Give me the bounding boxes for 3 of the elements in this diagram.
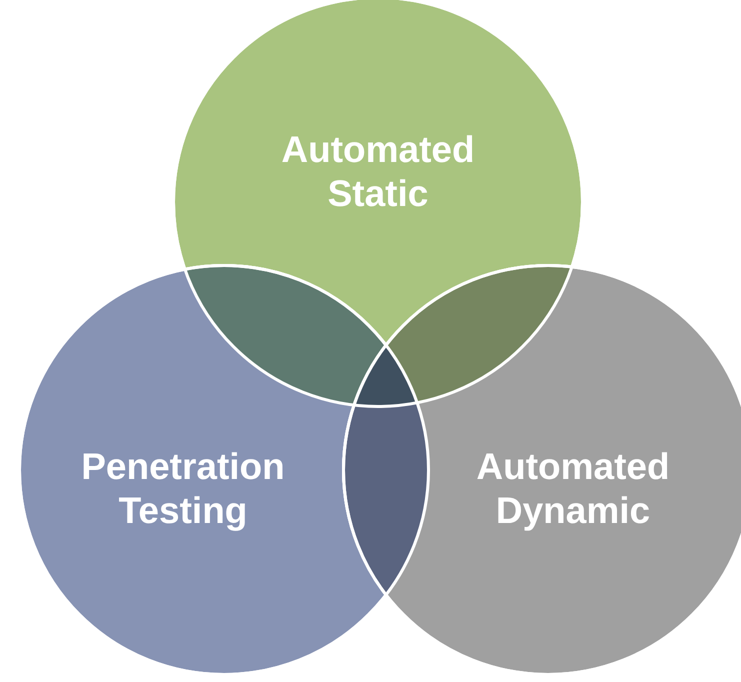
circle-label: Penetration Testing: [80, 445, 286, 533]
circle-label: Automated Dynamic: [475, 445, 671, 533]
circle-label: Automated Static: [280, 128, 476, 216]
